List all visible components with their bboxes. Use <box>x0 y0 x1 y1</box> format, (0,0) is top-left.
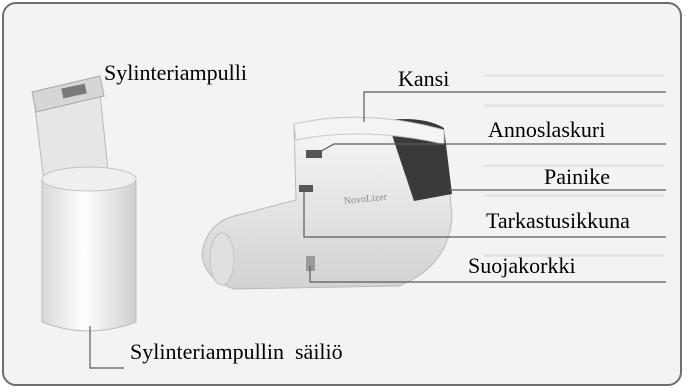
leader-lines <box>89 91 666 369</box>
background-texture <box>484 74 664 257</box>
label-tarkastusikkuna: Tarkastusikkuna <box>486 208 630 233</box>
label-kansi: Kansi <box>398 66 450 91</box>
label-suojakorkki: Suojakorkki <box>468 253 576 278</box>
label-annoslaskuri: Annoslaskuri <box>488 117 606 142</box>
leader-line-sailio <box>89 326 124 369</box>
inhaler-body-shape: NovoLizer <box>201 116 453 290</box>
leader-line-annoslaskuri <box>315 143 666 155</box>
leader-line-suojakorkki <box>309 266 666 283</box>
diagram-frame: NovoLizer Sylinteriampulli Kansi Annosla… <box>2 2 682 386</box>
leader-line-kansi <box>363 91 666 122</box>
container-shape <box>41 166 137 332</box>
inhaler-illustration: NovoLizer <box>31 74 666 369</box>
leader-line-tarkastusikkuna <box>303 188 666 238</box>
label-painike: Painike <box>544 164 610 189</box>
label-sailio: Sylinteriampullin säiliö <box>130 339 343 364</box>
label-sylinteriampulli: Sylinteriampulli <box>104 60 247 85</box>
svg-text:NovoLizer: NovoLizer <box>343 192 388 208</box>
